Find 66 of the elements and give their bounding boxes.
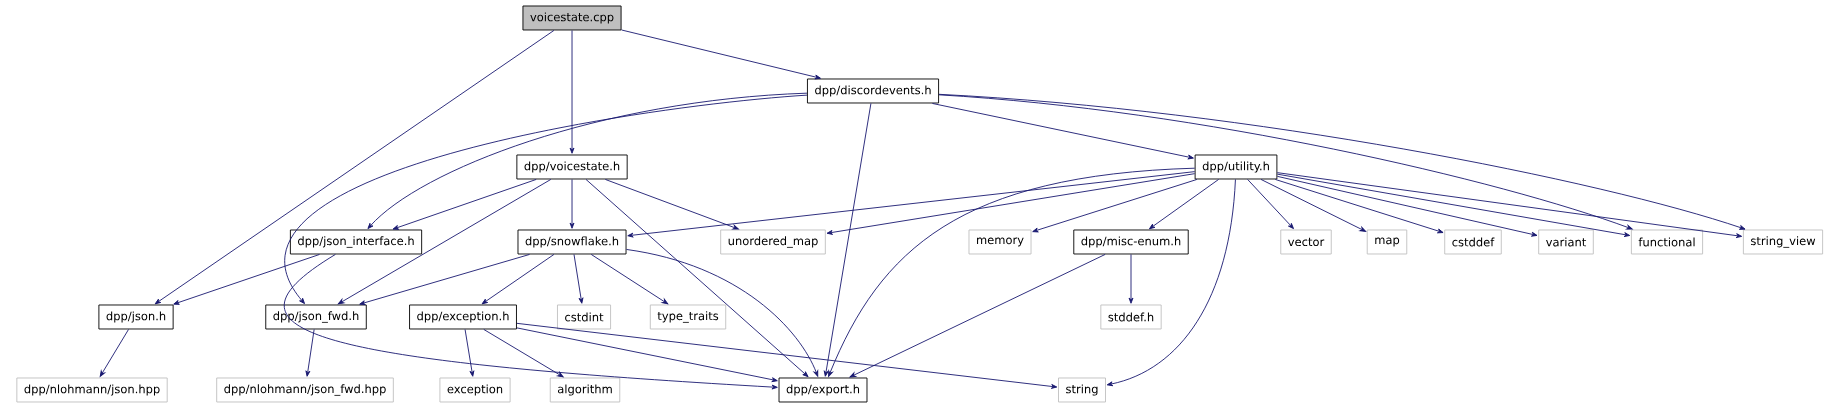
arrow <box>1149 179 1220 230</box>
arrow <box>1032 179 1198 233</box>
arrow <box>483 329 564 378</box>
file-box: dpp/voicestate.h <box>516 154 628 180</box>
file-box: dpp/nlohmann/json_fwd.hpp <box>216 377 394 403</box>
file-box: cstdint <box>557 304 612 330</box>
file-box: string <box>1058 377 1106 403</box>
arrow <box>173 254 320 305</box>
arrow <box>359 254 530 306</box>
arrow <box>516 322 1058 389</box>
file-box: dpp/nlohmann/json.hpp <box>16 377 168 403</box>
arrow <box>604 179 739 230</box>
arrow <box>337 179 552 305</box>
file-box: algorithm <box>549 377 621 403</box>
file-box: string_view <box>1742 229 1824 255</box>
arrow <box>569 179 575 229</box>
arrow <box>367 92 808 230</box>
file-box: dpp/misc-enum.h <box>1073 229 1189 255</box>
file-box: unordered_map <box>720 229 826 255</box>
arrow <box>1276 172 1743 239</box>
file-box: voicestate.cpp <box>522 5 622 31</box>
file-box: type_traits <box>649 304 727 330</box>
arrow <box>285 94 808 304</box>
arrow <box>154 30 555 305</box>
file-box: vector <box>1280 229 1332 255</box>
arrow <box>99 329 129 377</box>
arrow <box>392 179 537 230</box>
arrow <box>590 254 669 305</box>
arrow <box>1260 179 1367 232</box>
arrow <box>828 167 1196 377</box>
file-box: map <box>1366 229 1408 255</box>
arrow <box>1106 179 1236 387</box>
file-box: dpp/json.h <box>98 304 174 330</box>
file-box: functional <box>1630 229 1704 255</box>
file-box: dpp/json_interface.h <box>289 229 423 255</box>
file-box: cstddef <box>1444 229 1502 255</box>
file-box: dpp/exception.h <box>409 304 517 330</box>
arrow <box>585 179 809 378</box>
arrow <box>621 29 821 80</box>
file-box: dpp/json_fwd.h <box>265 304 367 330</box>
arrow <box>1247 179 1294 230</box>
file-box: dpp/snowflake.h <box>517 229 627 255</box>
arrow <box>481 254 555 305</box>
file-box: dpp/utility.h <box>1194 154 1278 180</box>
arrow <box>826 173 1196 235</box>
file-box: variant <box>1538 229 1594 255</box>
arrow <box>626 249 819 377</box>
arrow <box>569 30 575 154</box>
file-box: stddef.h <box>1100 304 1162 330</box>
file-box: dpp/export.h <box>778 377 868 403</box>
arrow <box>1274 179 1444 234</box>
arrow <box>823 103 872 377</box>
arrow <box>464 329 475 377</box>
arrow <box>305 329 315 377</box>
arrow <box>1276 173 1631 237</box>
arrow <box>283 254 778 390</box>
arrow <box>1276 175 1538 237</box>
file-box: memory <box>968 229 1032 255</box>
file-box: exception <box>439 377 511 403</box>
arrow <box>573 254 584 304</box>
arrow <box>627 171 1196 238</box>
arrow <box>516 327 778 383</box>
file-box: dpp/discordevents.h <box>807 78 940 104</box>
arrow <box>849 254 1106 378</box>
arrow <box>931 103 1194 160</box>
arrow <box>1128 254 1134 304</box>
